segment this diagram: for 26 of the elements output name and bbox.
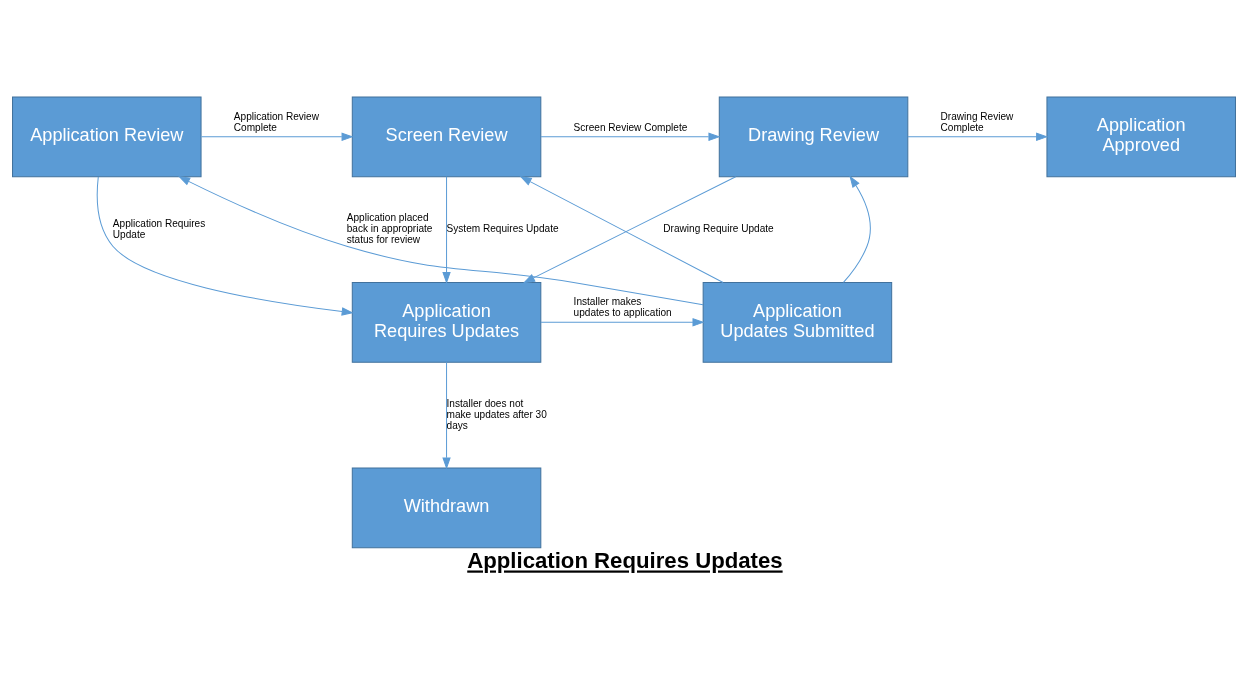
arrow	[843, 175, 871, 283]
arrow	[442, 361, 451, 470]
edge-label: Installer does not make updates after 30 days	[446, 397, 547, 431]
node-box: Application Approved	[1046, 96, 1236, 178]
node-box: Application Review	[12, 96, 202, 178]
node-box: Withdrawn	[351, 467, 542, 549]
edge-label: Drawing Review Complete	[940, 110, 1014, 133]
edge-label: Application placed back in appropriate status for review	[346, 212, 433, 246]
arrow	[96, 176, 354, 316]
edge-label: Installer makes updates to application	[573, 296, 672, 319]
node-box: Application Updates Submitted	[702, 282, 893, 363]
arrow	[540, 132, 721, 142]
arrow	[200, 132, 354, 142]
edge-label: Drawing Require Update	[663, 223, 774, 235]
edge-label: Application Review Complete	[233, 110, 319, 133]
edge-label: Application Requires Update	[112, 217, 206, 240]
arrow	[907, 132, 1049, 142]
arrow	[178, 176, 704, 306]
caption: Application Requires Updates	[467, 548, 783, 574]
node-box: Screen Review	[351, 96, 542, 178]
edge-label: Screen Review Complete	[573, 121, 688, 133]
edge-label: System Requires Update	[446, 223, 559, 235]
arrow	[442, 176, 451, 285]
arrow	[540, 318, 705, 327]
node-box: Application Requires Updates	[351, 282, 542, 363]
node-box: Drawing Review	[718, 96, 909, 178]
